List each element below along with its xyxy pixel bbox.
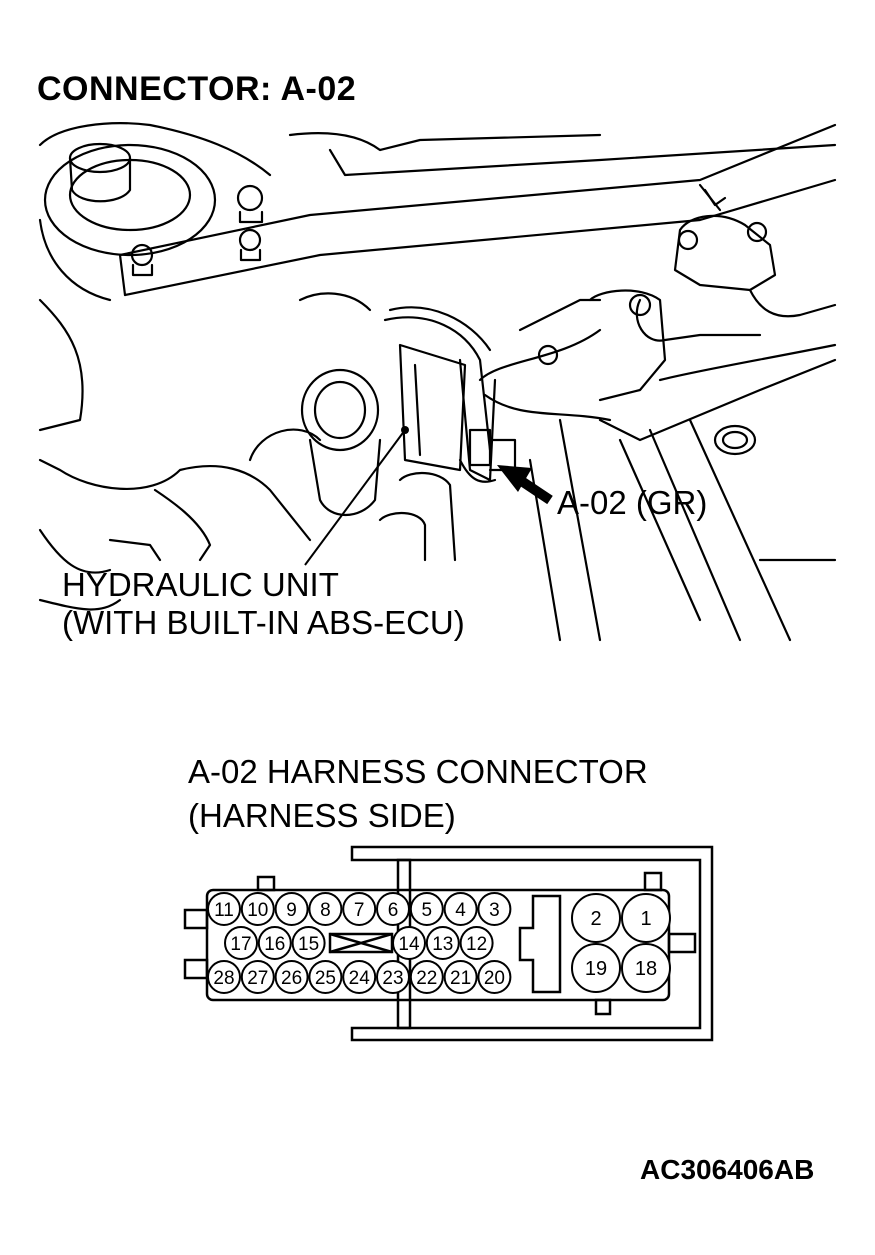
pin-25-circle bbox=[308, 960, 343, 994]
pin-13-label: 13 bbox=[432, 934, 453, 955]
pin-18-label: 18 bbox=[635, 958, 657, 980]
pin-16-label: 16 bbox=[264, 934, 285, 955]
pin-21-label: 21 bbox=[450, 968, 471, 989]
pin-15-label: 15 bbox=[298, 934, 319, 955]
pin-1-label: 1 bbox=[640, 908, 651, 930]
pin-28-label: 28 bbox=[213, 968, 234, 989]
pin-12-circle bbox=[459, 926, 494, 960]
pin-2-label: 2 bbox=[590, 908, 601, 930]
pin-17-circle bbox=[224, 926, 258, 960]
pin-18-circle bbox=[621, 943, 671, 993]
pin-1-circle bbox=[621, 893, 671, 943]
pin-19-circle bbox=[571, 943, 621, 993]
pin-10-circle bbox=[240, 892, 275, 926]
pin-24-circle bbox=[342, 960, 377, 994]
pin-8-circle bbox=[308, 892, 343, 926]
pin-14-circle bbox=[392, 926, 426, 960]
pin-25-label: 25 bbox=[315, 968, 336, 989]
pin-20-circle bbox=[477, 960, 512, 994]
pin-4-circle bbox=[443, 892, 478, 926]
pin-7-label: 7 bbox=[354, 900, 365, 921]
engine-bay-illustration bbox=[38, 122, 837, 642]
pin-11-label: 11 bbox=[214, 900, 234, 921]
pin-14-label: 14 bbox=[398, 934, 420, 955]
pin-17-label: 17 bbox=[230, 934, 251, 955]
pin-22-label: 22 bbox=[416, 968, 437, 989]
pin-16-circle bbox=[257, 926, 292, 960]
pin-5-label: 5 bbox=[422, 900, 433, 921]
unit-label-line2: (WITH BUILT-IN ABS-ECU) bbox=[62, 604, 465, 641]
pin-23-circle bbox=[376, 960, 410, 994]
pin-7-circle bbox=[342, 892, 377, 926]
pin-2-circle bbox=[571, 893, 621, 943]
figure-code: AC306406AB bbox=[640, 1154, 815, 1185]
pin-21-circle bbox=[443, 960, 478, 994]
pin-13-circle bbox=[425, 926, 460, 960]
unit-label-line1: HYDRAULIC UNIT bbox=[62, 566, 339, 603]
pin-26-label: 26 bbox=[281, 968, 302, 989]
harness-title: A-02 HARNESS CONNECTOR (HARNESS SIDE) bbox=[188, 750, 648, 838]
connector-label: A-02 (GR) bbox=[557, 484, 708, 521]
pin-15-circle bbox=[291, 926, 326, 960]
pin-9-circle bbox=[274, 892, 309, 926]
pin-12-label: 12 bbox=[466, 934, 487, 955]
pin-10-label: 10 bbox=[247, 900, 268, 921]
harness-title-line1: A-02 HARNESS CONNECTOR bbox=[188, 753, 648, 790]
page-title: CONNECTOR: A-02 bbox=[37, 70, 357, 108]
pin-3-label: 3 bbox=[489, 900, 500, 921]
pin-8-label: 8 bbox=[320, 900, 331, 921]
pin-19-label: 19 bbox=[585, 958, 607, 980]
pin-24-label: 24 bbox=[349, 968, 371, 989]
pin-22-circle bbox=[409, 960, 444, 994]
pin-28-circle bbox=[207, 960, 241, 994]
pin-23-label: 23 bbox=[382, 968, 403, 989]
pin-5-circle bbox=[409, 892, 444, 926]
pin-27-label: 27 bbox=[247, 968, 268, 989]
pin-20-label: 20 bbox=[484, 968, 505, 989]
pin-9-label: 9 bbox=[286, 900, 297, 921]
pin-3-circle bbox=[477, 892, 512, 926]
pin-6-label: 6 bbox=[388, 900, 399, 921]
harness-title-line2: (HARNESS SIDE) bbox=[188, 797, 456, 834]
pin-27-circle bbox=[240, 960, 275, 994]
pin-26-circle bbox=[274, 960, 309, 994]
pin-6-circle bbox=[376, 892, 410, 926]
pin-4-label: 4 bbox=[455, 900, 466, 921]
pin-11-circle bbox=[207, 892, 241, 926]
